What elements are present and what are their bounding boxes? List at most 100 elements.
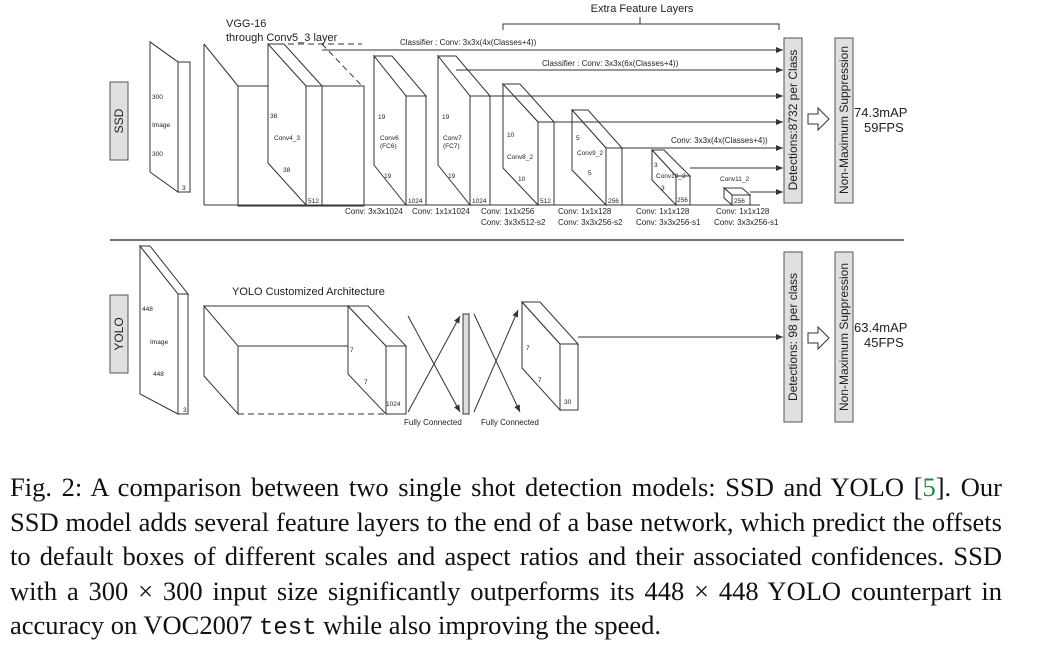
bottom-label-7: Conv: 3x3x512-s2 (481, 218, 546, 227)
ssd-nms-arrow (807, 106, 830, 132)
ssd-map: 74.3mAP (854, 105, 907, 120)
extra-feature-layers-label: Extra Feature Layers (591, 3, 694, 15)
caption-ref-link[interactable]: 5 (922, 472, 936, 502)
conv4-top: 38 (270, 113, 278, 120)
conv7-bottom: 19 (448, 173, 456, 180)
vgg-title-2: through Conv5_3 layer (226, 32, 338, 44)
fc-label-2: Fully Connected (481, 418, 539, 427)
conv4-bottom: 38 (283, 167, 291, 174)
yolo-detections-label: Detections: 98 per class (786, 273, 800, 401)
yolo-nms-label: Non-Maximum Suppression (837, 263, 851, 411)
vgg16-block: VGG-16 through Conv5_3 layer 38 Conv4_3 … (203, 18, 365, 207)
conv6-depth: 1024 (408, 198, 423, 205)
classifier-label-3: Conv: 3x3x(4x(Classes+4)) (671, 136, 768, 145)
yolo-detections-box (783, 251, 803, 423)
yolo-nms-box (834, 251, 854, 423)
conv9-name: Conv9_2 (577, 150, 603, 157)
bottom-label-2: Conv: 1x1x1024 (412, 207, 470, 216)
ssd-input-top: 300 (152, 94, 163, 101)
yolo-block1-bottom: 7 (364, 379, 368, 386)
yolo-map: 63.4mAP (854, 320, 907, 335)
conv11-depth: 256 (734, 198, 745, 205)
conv10-depth: 256 (677, 197, 688, 204)
yolo-block2-bottom: 7 (538, 377, 542, 384)
conv7-block: 19 Conv7 (FC7) 19 1024 (436, 54, 492, 207)
yolo-section: YOLO 448 Image 448 3 YOLO Customized Arc… (109, 244, 907, 427)
ssd-label: SSD (112, 108, 126, 133)
yolo-fully-connected: Fully Connected Fully Connected (404, 309, 539, 427)
ssd-input-mid: Image (152, 122, 170, 129)
yolo-arch-title: YOLO Customized Architecture (232, 286, 385, 298)
conv7-name-2: (FC7) (443, 143, 460, 150)
fc-bar (462, 313, 470, 415)
yolo-block1-top: 7 (350, 347, 354, 354)
yolo-arch-block: YOLO Customized Architecture 7 7 1024 (203, 286, 408, 416)
vgg-title-1: VGG-16 (226, 18, 266, 30)
yolo-input-image: 448 Image 448 3 (138, 244, 190, 415)
conv8-name: Conv8_2 (507, 154, 533, 161)
conv10-name: Conv10_2 (656, 173, 686, 180)
conv6-name-2: (FC6) (380, 143, 397, 150)
yolo-output-block: 7 7 30 (520, 300, 783, 412)
bottom-label-8: Conv: 3x3x256-s2 (558, 218, 623, 227)
conv7-name-1: Conv7 (443, 135, 462, 142)
conv6-block: 19 Conv6 (FC6) 19 1024 (372, 54, 428, 207)
ssd-input-image: 300 Image 300 3 (149, 40, 191, 194)
caption-prefix: Fig. 2: A comparison between two single … (10, 472, 923, 502)
extra-feature-layers-brace: Extra Feature Layers (502, 3, 780, 30)
caption-code: test (258, 615, 317, 642)
conv10-bottom: 3 (661, 185, 665, 192)
bottom-label-6: Conv: 1x1x128 (716, 207, 770, 216)
bottom-label-5: Conv: 1x1x128 (636, 207, 690, 216)
yolo-input-top: 448 (142, 306, 153, 313)
conv10-block: 3 Conv10_2 3 256 (650, 148, 692, 207)
conv7-top: 19 (442, 114, 450, 121)
ssd-label-box (109, 81, 129, 161)
conv6-name-1: Conv6 (380, 135, 399, 142)
conv6-bottom: 19 (384, 173, 392, 180)
ssd-input-bottom: 300 (152, 151, 163, 158)
yolo-block1-depth: 1024 (386, 401, 401, 408)
ssd-conv-labels: Conv: 3x3x1024 Conv: 1x1x1024 Conv: 1x1x… (345, 207, 779, 227)
fc-label-1: Fully Connected (404, 418, 462, 427)
conv10-top: 3 (654, 162, 658, 169)
diagram-canvas: SSD 300 Image 300 3 VGG-16 through Conv5… (109, 3, 907, 427)
conv8-depth: 512 (540, 198, 551, 205)
yolo-block2-top: 7 (526, 345, 530, 352)
conv11-name: Conv11_2 (720, 176, 750, 183)
conv11-block: Conv11_2 256 (720, 176, 752, 207)
bottom-label-4: Conv: 1x1x128 (558, 207, 612, 216)
yolo-label-box (109, 294, 129, 374)
yolo-input-mid: Image (150, 339, 168, 346)
ssd-nms-box (834, 37, 854, 204)
conv9-depth: 256 (608, 198, 619, 205)
ssd-fps: 59FPS (864, 120, 904, 135)
yolo-input-bottom: 448 (153, 371, 164, 378)
conv9-top: 5 (576, 135, 580, 142)
bottom-label-3: Conv: 1x1x256 (481, 207, 535, 216)
ssd-classifier-arrows: Classifier : Conv: 3x3x(4x(Classes+4)) C… (322, 38, 783, 195)
bottom-label-9: Conv: 3x3x256-s1 (636, 218, 701, 227)
figure-caption: Fig. 2: A comparison between two single … (10, 470, 1002, 647)
ssd-detections-label: Detections:8732 per Class (786, 50, 800, 191)
yolo-fps: 45FPS (864, 335, 904, 350)
caption-suffix: while also improving the speed. (316, 610, 662, 640)
bottom-label-1: Conv: 3x3x1024 (345, 207, 403, 216)
classifier-label-1: Classifier : Conv: 3x3x(4x(Classes+4)) (400, 38, 537, 47)
ssd-section: SSD 300 Image 300 3 VGG-16 through Conv5… (109, 3, 907, 227)
conv6-top: 19 (378, 114, 386, 121)
ssd-detections-box (783, 37, 803, 204)
conv4-depth: 512 (308, 198, 319, 205)
bottom-label-10: Conv: 3x3x256-s1 (714, 218, 779, 227)
caption-body: ]. Our SSD model adds several feature la… (10, 472, 1002, 640)
yolo-block2-depth: 30 (564, 399, 572, 406)
conv8-top: 10 (507, 132, 515, 139)
yolo-input-depth: 3 (183, 407, 187, 414)
ssd-nms-label: Non-Maximum Suppression (837, 46, 851, 194)
conv7-depth: 1024 (472, 198, 487, 205)
architecture-diagram: SSD 300 Image 300 3 VGG-16 through Conv5… (109, 3, 907, 427)
conv9-block: 5 Conv9_2 5 256 (570, 108, 624, 207)
conv8-block: 10 Conv8_2 10 512 (501, 82, 556, 207)
yolo-label: YOLO (112, 317, 126, 350)
conv4-name: Conv4_3 (274, 135, 300, 142)
